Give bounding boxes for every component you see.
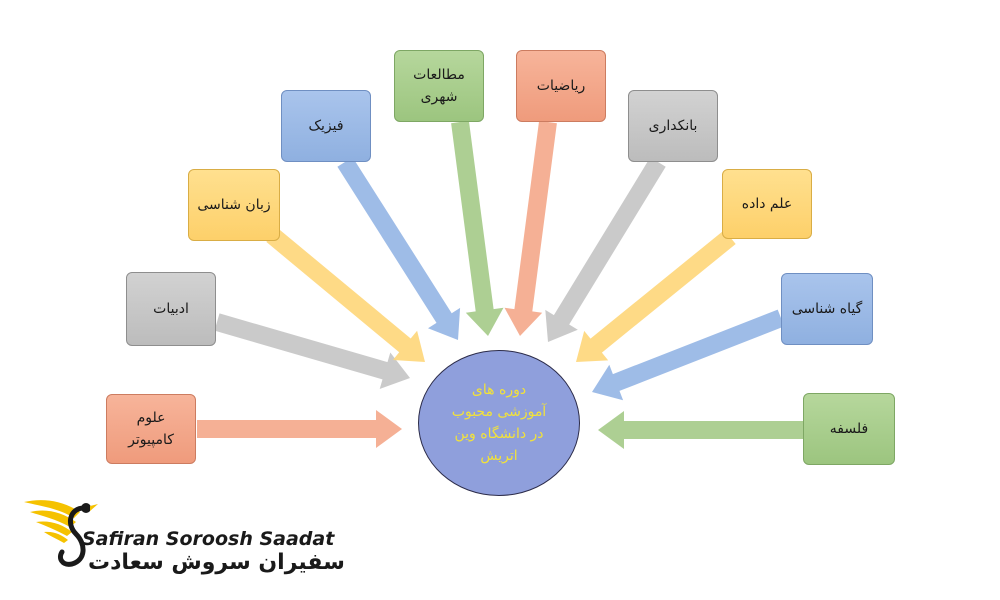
topic-literature: ادبیات: [126, 272, 216, 346]
topic-physics: فیزیک: [281, 90, 371, 162]
brand-logo-icon: [24, 500, 98, 567]
arrow-urban-studies: [451, 120, 504, 336]
topic-data-science: علم داده: [722, 169, 812, 239]
arrow-computer-science: [197, 410, 402, 448]
arrow-physics: [337, 157, 461, 340]
topic-mathematics: ریاضیات: [516, 50, 606, 122]
topic-philosophy: فلسفه: [803, 393, 895, 465]
arrow-banking: [545, 157, 666, 342]
topic-computer-science: علوم کامپیوتر: [106, 394, 196, 464]
topic-linguistics: زبان شناسی: [188, 169, 280, 241]
arrow-linguistics: [266, 228, 425, 362]
arrow-literature: [214, 313, 410, 389]
arrow-data-science: [576, 230, 736, 362]
topic-banking: بانکداری: [628, 90, 718, 162]
topic-urban-studies: مطالعات شهری: [394, 50, 484, 122]
brand-name-english: Safiran Soroosh Saadat: [82, 528, 335, 550]
arrow-botany: [592, 309, 785, 401]
arrow-mathematics: [504, 120, 557, 336]
brand-name-persian: سفیران سروش سعادت: [88, 550, 345, 575]
topic-botany: گیاه شناسی: [781, 273, 873, 345]
center-circle: دوره های آموزشی محبوب در دانشگاه وین اتر…: [418, 350, 580, 496]
arrow-philosophy: [598, 411, 803, 449]
